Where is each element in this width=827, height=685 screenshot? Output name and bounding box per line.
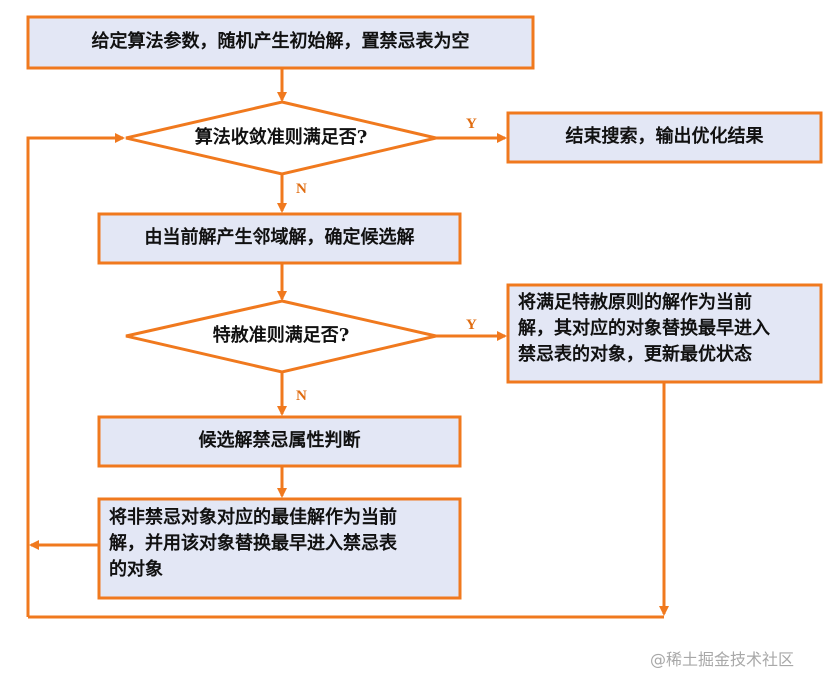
nontabu-line-1: 将非禁忌对象对应的最佳解作为当前 bbox=[109, 507, 397, 528]
aspiration-line-2: 解，其对应的对象替换最早进入 bbox=[518, 318, 770, 340]
init-box-label: 给定算法参数，随机产生初始解，置禁忌表为空 bbox=[91, 31, 470, 53]
no-label-aspiration: N bbox=[296, 388, 307, 404]
nontabu-line-2: 解，并用该对象替换最早进入禁忌表 bbox=[109, 533, 397, 555]
aspiration-line-3: 禁忌表的对象，更新最优状态 bbox=[518, 344, 752, 366]
init-box bbox=[26, 15, 535, 70]
aspiration-line-1: 将满足特赦原则的解作为当前 bbox=[518, 292, 752, 313]
converge-diamond-label: 算法收敛准则满足否? bbox=[194, 126, 368, 148]
watermark: @稀土掘金技术社区 bbox=[650, 650, 795, 669]
end-box bbox=[506, 111, 823, 164]
tabu-check-box-label: 候选解禁忌属性判断 bbox=[198, 430, 361, 452]
aspiration-diamond-label: 特赦准则满足否? bbox=[212, 325, 350, 347]
neighbors-box bbox=[97, 212, 462, 265]
aspiration-box-label: 将满足特赦原则的解作为当前 解，其对应的对象替换最早进入 禁忌表的对象，更新最优… bbox=[518, 290, 818, 380]
loop-back-line bbox=[26, 133, 125, 617]
aspiration-box bbox=[506, 283, 823, 384]
yes-label-aspiration: Y bbox=[466, 317, 477, 333]
nontabu-box-label: 将非禁忌对象对应的最佳解作为当前 解，并用该对象替换最早进入禁忌表 的对象 bbox=[109, 505, 457, 595]
nontabu-line-3: 的对象 bbox=[109, 559, 163, 581]
nontabu-box bbox=[97, 497, 462, 600]
tabu-check-box bbox=[97, 415, 462, 468]
neighbors-box-label: 由当前解产生邻域解，确定候选解 bbox=[144, 227, 415, 249]
end-box-label: 结束搜索，输出优化结果 bbox=[565, 126, 764, 148]
yes-label-converge: Y bbox=[466, 116, 477, 132]
no-label-converge: N bbox=[296, 181, 307, 197]
